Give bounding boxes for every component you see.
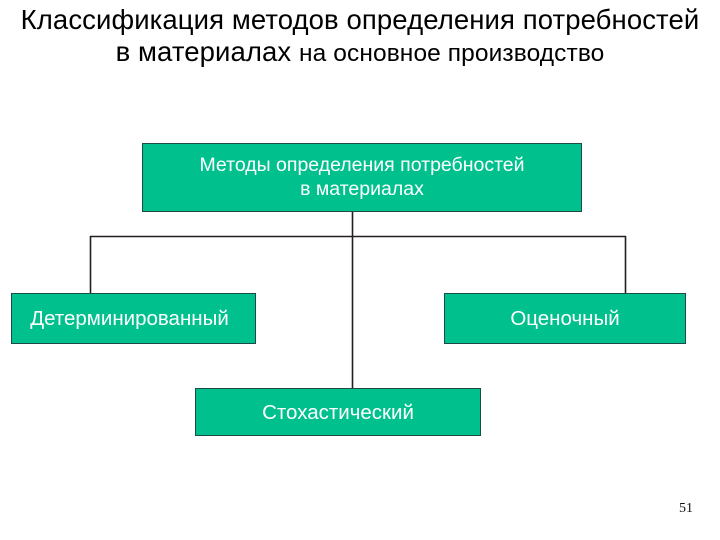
node-determined-label: Детерминированный bbox=[30, 307, 229, 330]
page-title-sub: на основное производство bbox=[299, 40, 605, 68]
page-title: Классификация методов определения потреб… bbox=[18, 4, 702, 69]
node-estimative[interactable]: Оценочный bbox=[444, 293, 686, 344]
page-title-main: Классификация методов определения потреб… bbox=[20, 4, 700, 68]
node-estimative-label: Оценочный bbox=[510, 307, 620, 330]
node-stochastic[interactable]: Стохастический bbox=[195, 388, 481, 436]
page-number: 51 bbox=[679, 501, 693, 516]
node-root-label: Методы определения потребностей в матери… bbox=[199, 153, 525, 200]
node-determined[interactable]: Детерминированный bbox=[11, 293, 256, 344]
node-root[interactable]: Методы определения потребностей в матери… bbox=[142, 143, 582, 212]
node-stochastic-label: Стохастический bbox=[262, 400, 414, 424]
